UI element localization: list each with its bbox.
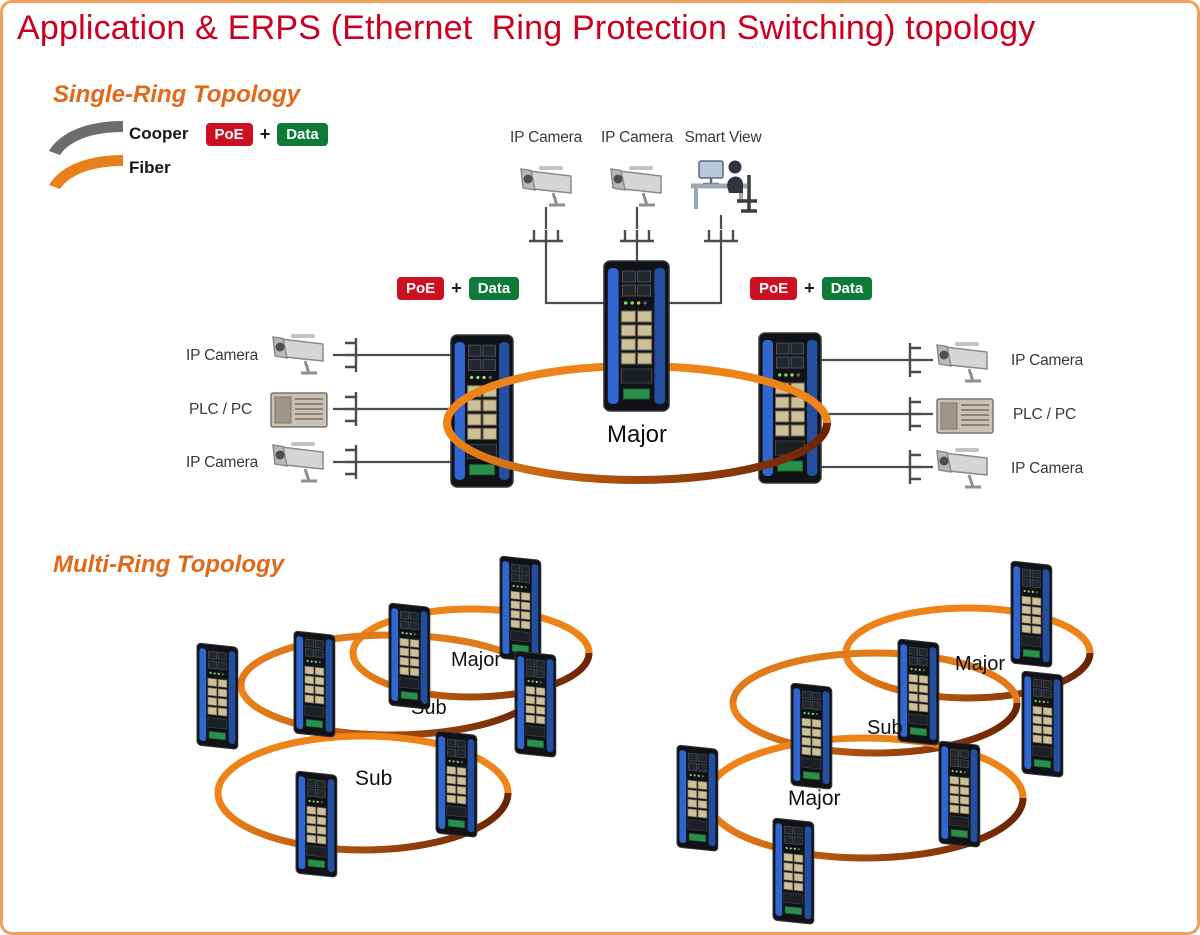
data-badge: Data xyxy=(277,122,328,146)
device-label-ip-camera: IP Camera xyxy=(186,454,258,471)
network-switch-icon xyxy=(388,602,431,710)
plus-sign: + xyxy=(804,278,815,298)
device-label-smart-view: Smart View xyxy=(684,129,762,146)
network-switch-icon xyxy=(196,642,239,750)
device-label-ip-camera: IP Camera xyxy=(1011,460,1083,477)
left-connector-lines xyxy=(333,353,451,464)
multi-drop-connector-icon xyxy=(702,228,740,243)
copper-cable-swoosh-icon xyxy=(49,121,123,155)
plc-device-icon xyxy=(936,398,994,434)
network-switch-icon xyxy=(772,817,815,925)
network-switch-icon xyxy=(938,740,981,848)
ring-label-major: Major xyxy=(955,653,1006,675)
cctv-camera-icon xyxy=(935,340,989,383)
top-connector-lines xyxy=(544,207,723,305)
device-label-ip-camera: IP Camera xyxy=(1011,352,1083,369)
cctv-camera-icon xyxy=(271,332,325,375)
right-connector-lines xyxy=(821,358,933,469)
network-switch-icon xyxy=(435,730,478,838)
legend-copper-row: Cooper PoE + Data xyxy=(129,121,328,147)
topology-diagram xyxy=(49,121,1094,925)
cctv-camera-icon xyxy=(271,440,325,483)
network-switch-icon xyxy=(603,260,670,412)
fiber-cable-swoosh-icon xyxy=(49,155,123,189)
multi-drop-connector-icon xyxy=(618,228,656,243)
network-switch-icon xyxy=(790,682,833,790)
ring-label-major: Major xyxy=(451,649,502,671)
ring-label-sub: Sub xyxy=(355,767,393,790)
plus-sign: + xyxy=(259,123,271,144)
poe-badge: PoE xyxy=(750,277,798,300)
network-switch-icon xyxy=(1010,560,1053,668)
legend-fiber-row: Fiber xyxy=(129,155,181,181)
poe-badge: PoE xyxy=(397,277,445,300)
data-badge: Data xyxy=(821,277,873,300)
multi-drop-connector-icon xyxy=(908,448,923,486)
plc-device-icon xyxy=(270,392,328,428)
page-title: Application & ERPS (Ethernet Ring Protec… xyxy=(17,9,1036,47)
network-switch-icon xyxy=(897,638,940,746)
multi-drop-connector-icon xyxy=(343,390,358,428)
network-switch-icon xyxy=(293,630,336,738)
legend-fiber-label: Fiber xyxy=(129,158,171,177)
ring-label-sub: Sub xyxy=(867,717,903,739)
cctv-camera-icon xyxy=(609,164,663,207)
network-switch-icon xyxy=(676,744,719,852)
poe-data-badge-group: PoE + Data xyxy=(397,277,520,300)
poe-data-badge-group: PoE + Data xyxy=(750,277,873,300)
data-badge: Data xyxy=(468,277,520,300)
operator-desk-icon xyxy=(691,161,757,212)
multi-ring-right-rings xyxy=(703,604,1094,862)
multi-drop-connector-icon xyxy=(343,336,358,374)
single-ring-heading: Single-Ring Topology xyxy=(53,81,301,108)
network-switch-icon xyxy=(1021,670,1064,778)
multi-drop-connector-icon xyxy=(908,395,923,433)
multi-drop-connector-icon xyxy=(527,228,565,243)
cctv-camera-icon xyxy=(519,164,573,207)
network-switch-icon xyxy=(499,555,542,663)
network-switch-icon xyxy=(295,770,338,878)
legend-swooshes xyxy=(49,121,123,189)
ring-label-major: Major xyxy=(788,787,841,810)
plus-sign: + xyxy=(451,278,462,298)
multi-ring-heading: Multi-Ring Topology xyxy=(53,551,285,578)
ring-label-major: Major xyxy=(606,421,667,448)
legend-copper-label: Cooper xyxy=(129,124,189,143)
device-label-plc-pc: PLC / PC xyxy=(1013,406,1077,423)
device-label-ip-camera: IP Camera xyxy=(601,129,673,146)
poe-badge: PoE xyxy=(205,122,253,146)
device-label-plc-pc: PLC / PC xyxy=(189,401,253,418)
device-label-ip-camera: IP Camera xyxy=(186,347,258,364)
ring-bottom-arc xyxy=(443,422,831,484)
ring-label-sub: Sub xyxy=(411,697,447,719)
network-switch-icon xyxy=(514,650,557,758)
multi-drop-connector-icon xyxy=(343,443,358,481)
cctv-camera-icon xyxy=(935,446,989,489)
multi-drop-connector-icon xyxy=(908,341,923,379)
device-label-ip-camera: IP Camera xyxy=(510,129,582,146)
